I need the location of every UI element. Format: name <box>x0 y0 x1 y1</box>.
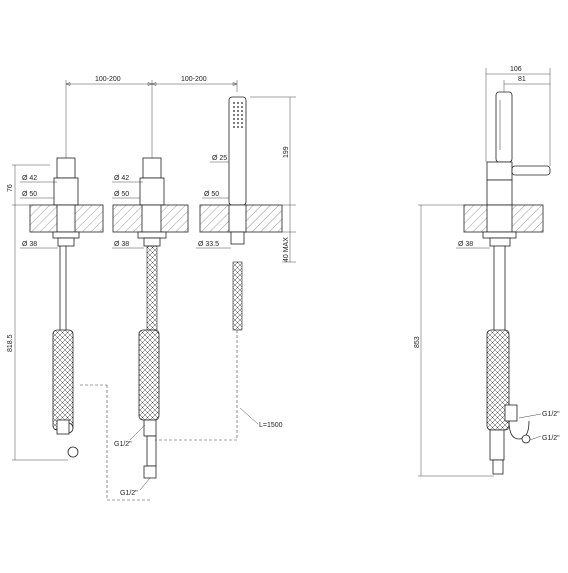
handshower-length-label: 199 <box>283 146 290 158</box>
spout-height-label: 76 <box>7 184 14 192</box>
d38-middle-label: Ø 38 <box>114 241 129 248</box>
d38-left-label: Ø 38 <box>22 241 37 248</box>
g-side-top-label: G1/2" <box>542 411 560 418</box>
g-mid-label: G1/2" <box>114 441 132 448</box>
spacing-right-label: 100-200 <box>181 76 207 83</box>
middle-dimensions: Ø 42 Ø 50 Ø 38 <box>112 175 144 249</box>
spacing-left-label: 100-200 <box>95 76 121 83</box>
side-lever <box>511 165 551 176</box>
d50-middle-label: Ø 50 <box>114 191 129 198</box>
side-width-total-label: 106 <box>510 66 522 73</box>
left-tap <box>29 157 104 458</box>
hose-length-label: L=1500 <box>259 422 283 429</box>
total-length-label: 818.5 <box>7 334 14 352</box>
side-dimensions: 106 81 853 Ø 38 G1/2" G1/2" <box>414 66 560 477</box>
d42-left-label: Ø 42 <box>22 175 37 182</box>
handshower-body <box>228 96 247 206</box>
d33-5-label: Ø 33.5 <box>198 241 219 248</box>
handshower-unit <box>155 96 283 441</box>
spacing-dimensions: 100-200 100-200 <box>65 76 238 160</box>
d50-left-label: Ø 50 <box>22 191 37 198</box>
d38-side-label: Ø 38 <box>458 241 473 248</box>
handshower-dimensions: 199 40 MAX Ø 25 Ø 50 Ø 33.5 <box>196 96 296 263</box>
middle-tap <box>112 157 189 479</box>
side-view <box>463 91 551 475</box>
deck-max-label: 40 MAX <box>283 237 290 262</box>
d50-handshower-label: Ø 50 <box>204 191 219 198</box>
left-handle <box>56 157 76 179</box>
g-side-bottom-label: G1/2" <box>542 435 560 442</box>
left-dimensions: 76 818.5 Ø 42 Ø 50 Ø 38 <box>7 164 68 461</box>
left-body <box>53 177 79 206</box>
connection-lines: L=1500 G1/2" G1/2" <box>80 384 283 501</box>
d42-middle-label: Ø 42 <box>114 175 129 182</box>
handshower-spray-holes <box>233 102 243 128</box>
d25-label: Ø 25 <box>212 155 227 162</box>
side-width-partial-label: 81 <box>518 76 526 83</box>
side-total-length-label: 853 <box>414 336 421 348</box>
g-bottom-label: G1/2" <box>120 490 138 497</box>
side-handshower <box>495 91 513 163</box>
